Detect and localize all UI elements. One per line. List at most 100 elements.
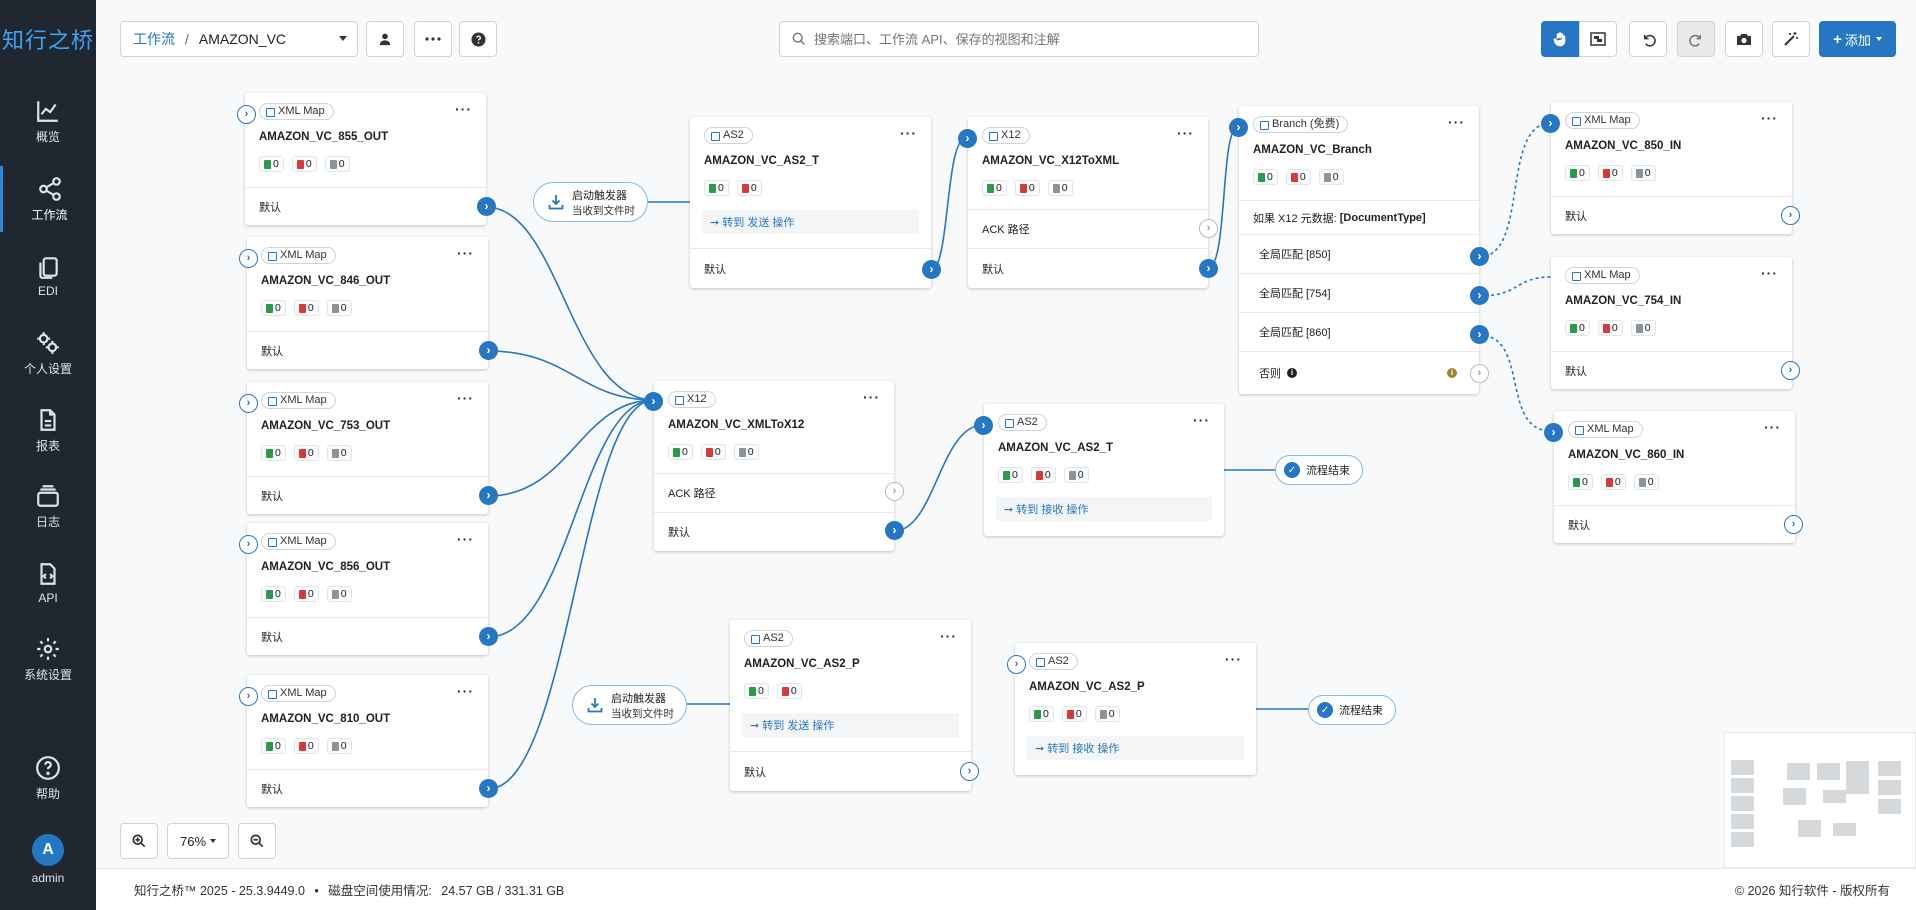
zoom-in-button[interactable]: [120, 823, 158, 859]
minimap[interactable]: [1724, 732, 1916, 868]
error-count[interactable]: 0: [293, 300, 319, 316]
username[interactable]: admin: [31, 871, 65, 885]
input-port[interactable]: ›: [1229, 118, 1248, 137]
flow-end[interactable]: ✓ 流程结束: [1275, 455, 1363, 485]
node-xml-map-754-in[interactable]: XML Map ··· AMAZON_VC_754_IN 0 0 0 默认 ›: [1551, 257, 1800, 389]
node-menu-icon[interactable]: ···: [457, 683, 474, 699]
success-count[interactable]: 0: [259, 156, 284, 172]
node-as2-p-receive[interactable]: › AS2 ··· AMAZON_VC_AS2_P 0 0 0 ➞ 转到 接收 …: [1007, 643, 1256, 775]
output-port[interactable]: ›: [885, 521, 904, 540]
output-port[interactable]: ›: [1781, 206, 1800, 225]
goto-send-link[interactable]: ➞ 转到 发送 操作: [742, 713, 959, 737]
node-menu-icon[interactable]: ···: [1193, 412, 1210, 428]
error-count[interactable]: 0: [1285, 169, 1311, 185]
success-count[interactable]: 0: [704, 180, 729, 196]
user-button[interactable]: [366, 21, 404, 57]
select-mode-button[interactable]: [1579, 21, 1617, 57]
success-count[interactable]: 0: [1253, 169, 1278, 185]
node-menu-icon[interactable]: ···: [457, 245, 474, 261]
start-trigger-2[interactable]: 启动触发器 当收到文件时: [572, 685, 687, 725]
pending-count[interactable]: 0: [324, 156, 350, 172]
pending-count[interactable]: 0: [326, 586, 352, 602]
node-as2-t-receive[interactable]: › AS2 ··· AMAZON_VC_AS2_T 0 0 0 ➞ 转到 接收 …: [974, 404, 1224, 536]
zoom-out-button[interactable]: [238, 823, 276, 859]
success-count[interactable]: 0: [1568, 474, 1593, 490]
output-port[interactable]: ›: [1781, 361, 1800, 380]
add-button[interactable]: + 添加: [1819, 21, 1896, 57]
else-port[interactable]: ›: [1470, 364, 1489, 383]
node-menu-icon[interactable]: ···: [455, 101, 472, 117]
pending-count[interactable]: 0: [1630, 320, 1656, 336]
node-xml-map-753-out[interactable]: › XML Map ··· AMAZON_VC_753_OUT 0 0 0 默认…: [239, 382, 498, 514]
info-icon[interactable]: i: [1287, 368, 1297, 378]
success-count[interactable]: 0: [261, 300, 286, 316]
output-port[interactable]: ›: [1199, 259, 1218, 278]
output-port[interactable]: ›: [1784, 515, 1803, 534]
sidebar-item-reports[interactable]: 报表: [0, 397, 96, 463]
success-count[interactable]: 0: [261, 445, 286, 461]
node-menu-icon[interactable]: ···: [1761, 110, 1778, 126]
flow-end-2[interactable]: ✓ 流程结束: [1308, 695, 1396, 725]
success-count[interactable]: 0: [1565, 320, 1590, 336]
success-count[interactable]: 0: [668, 444, 693, 460]
input-port[interactable]: ›: [239, 394, 258, 413]
error-count[interactable]: 0: [776, 683, 802, 699]
node-menu-icon[interactable]: ···: [1761, 265, 1778, 281]
redo-button[interactable]: [1677, 21, 1715, 57]
error-count[interactable]: 0: [293, 738, 319, 754]
pending-count[interactable]: 0: [1318, 169, 1344, 185]
output-port[interactable]: ›: [479, 627, 498, 646]
case-860-port[interactable]: ›: [1470, 325, 1489, 344]
success-count[interactable]: 0: [982, 180, 1007, 196]
node-menu-icon[interactable]: ···: [457, 531, 474, 547]
input-port[interactable]: ›: [1007, 655, 1026, 674]
pending-count[interactable]: 0: [1630, 165, 1656, 181]
node-x12-to-xml[interactable]: › X12 ··· AMAZON_VC_X12ToXML 0 0 0 ACK 路…: [958, 117, 1218, 288]
success-count[interactable]: 0: [1029, 706, 1054, 722]
node-menu-icon[interactable]: ···: [1764, 419, 1781, 435]
search-bar[interactable]: [779, 21, 1259, 57]
breadcrumb-root[interactable]: 工作流: [133, 31, 175, 47]
error-count[interactable]: 0: [1014, 180, 1040, 196]
success-count[interactable]: 0: [744, 683, 769, 699]
zoom-level-dropdown[interactable]: 76%: [167, 823, 229, 859]
node-menu-icon[interactable]: ···: [457, 390, 474, 406]
node-xml-map-850-in[interactable]: › XML Map ··· AMAZON_VC_850_IN 0 0 0 默认 …: [1541, 102, 1800, 234]
screenshot-button[interactable]: [1725, 21, 1763, 57]
input-port[interactable]: ›: [239, 687, 258, 706]
output-port[interactable]: ›: [479, 341, 498, 360]
success-count[interactable]: 0: [261, 586, 286, 602]
pending-count[interactable]: 0: [326, 300, 352, 316]
sidebar-item-workflow[interactable]: 工作流: [0, 166, 96, 232]
node-xml-map-860-in[interactable]: › XML Map ··· AMAZON_VC_860_IN 0 0 0 默认 …: [1544, 411, 1803, 543]
pending-count[interactable]: 0: [1063, 467, 1089, 483]
error-count[interactable]: 0: [1030, 467, 1056, 483]
brand-logo[interactable]: 知行之桥: [0, 0, 96, 78]
node-menu-icon[interactable]: ···: [1177, 125, 1194, 141]
ack-output-port[interactable]: ›: [1199, 219, 1218, 238]
error-count[interactable]: 0: [1061, 706, 1087, 722]
input-port[interactable]: ›: [1541, 114, 1560, 133]
node-xml-map-846-out[interactable]: › XML Map ··· AMAZON_VC_846_OUT 0 0 0 默认…: [239, 237, 498, 369]
case-754-port[interactable]: ›: [1470, 286, 1489, 305]
pending-count[interactable]: 0: [326, 738, 352, 754]
pending-count[interactable]: 0: [326, 445, 352, 461]
node-menu-icon[interactable]: ···: [1448, 114, 1465, 130]
sidebar-item-overview[interactable]: 概览: [0, 88, 96, 154]
sidebar-item-logs[interactable]: 日志: [0, 473, 96, 539]
error-count[interactable]: 0: [1597, 165, 1623, 181]
avatar[interactable]: A: [32, 834, 64, 866]
node-xml-to-x12[interactable]: › X12 ··· AMAZON_VC_XMLToX12 0 0 0 ACK 路…: [644, 381, 904, 551]
error-count[interactable]: 0: [1600, 474, 1626, 490]
case-850-port[interactable]: ›: [1470, 247, 1489, 266]
sidebar-item-system-settings[interactable]: 系统设置: [0, 626, 96, 692]
error-count[interactable]: 0: [293, 586, 319, 602]
start-trigger[interactable]: 启动触发器 当收到文件时: [533, 182, 648, 222]
ack-output-port[interactable]: ›: [885, 482, 904, 501]
sidebar-item-profile[interactable]: 个人设置: [0, 320, 96, 386]
success-count[interactable]: 0: [1565, 165, 1590, 181]
pending-count[interactable]: 0: [733, 444, 759, 460]
error-count[interactable]: 0: [736, 180, 762, 196]
input-port[interactable]: ›: [644, 392, 663, 411]
error-count[interactable]: 0: [291, 156, 317, 172]
